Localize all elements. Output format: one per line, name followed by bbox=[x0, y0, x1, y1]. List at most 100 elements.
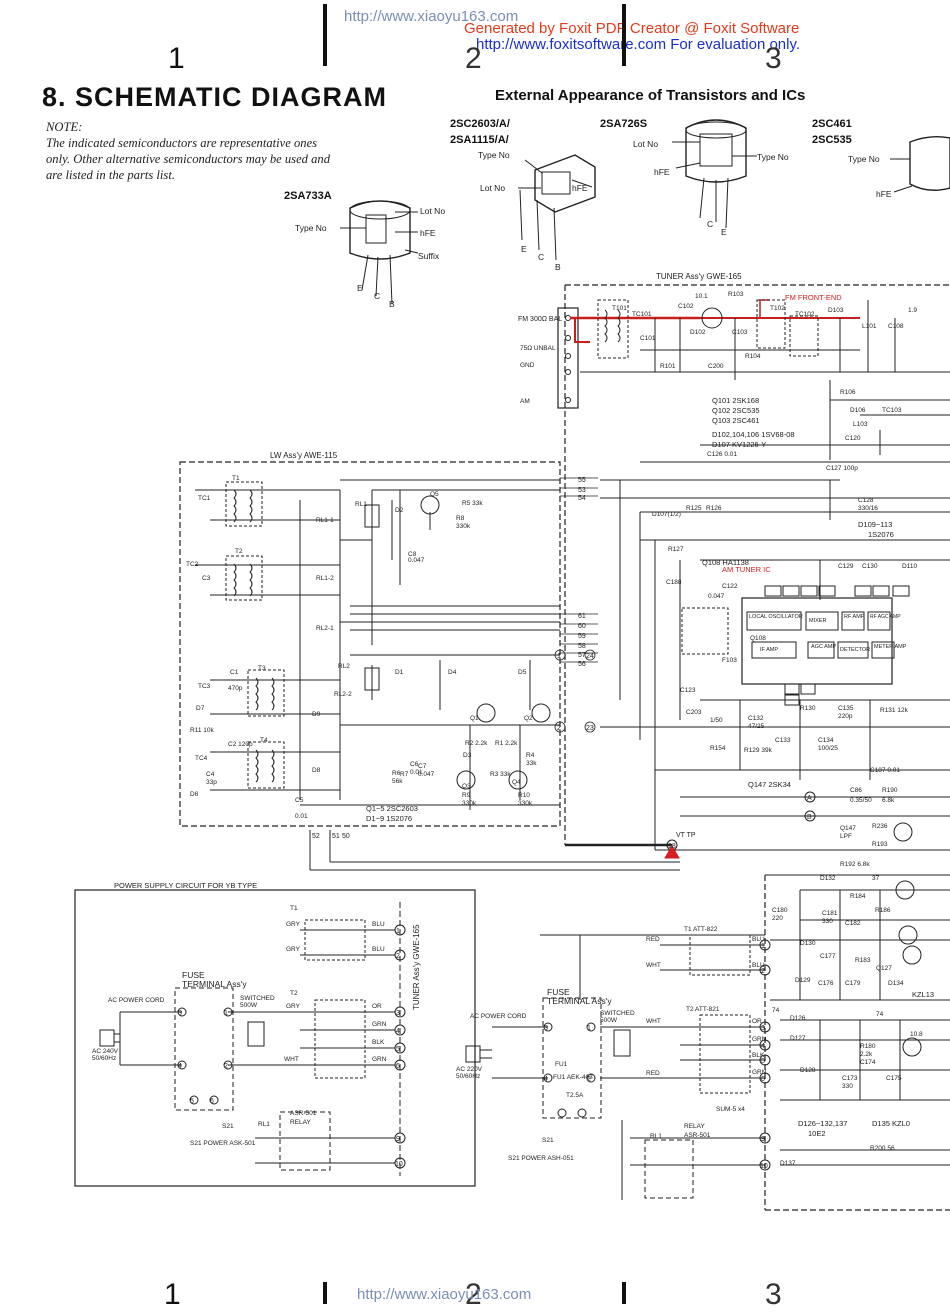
transistor-2sa733a-drawing bbox=[340, 200, 419, 305]
wire-red: RED bbox=[646, 1070, 660, 1077]
wire-or: OR bbox=[752, 1018, 762, 1025]
svg-text:330: 330 bbox=[822, 918, 833, 925]
svg-text:R200 56: R200 56 bbox=[870, 1145, 895, 1152]
d109-type-label: 1S2076 bbox=[868, 530, 894, 539]
pin-e: E bbox=[357, 283, 363, 293]
column-number-2: 2 bbox=[465, 42, 482, 75]
svg-text:TC1: TC1 bbox=[198, 495, 211, 502]
pin-c: C bbox=[374, 291, 381, 301]
svg-text:Q4: Q4 bbox=[512, 779, 521, 786]
type-no-label: Type No bbox=[478, 150, 510, 160]
psu-title: POWER SUPPLY CIRCUIT FOR YB TYPE bbox=[114, 881, 258, 890]
am-input-label: AM bbox=[520, 398, 530, 405]
svg-text:R184: R184 bbox=[850, 893, 866, 900]
local-oscillator-block: LOCAL OSCILLATOR bbox=[749, 614, 803, 620]
watermark-foxit-line[interactable]: http://www.foxitsoftware.com For evaluat… bbox=[476, 36, 801, 53]
svg-text:RL1: RL1 bbox=[355, 501, 367, 508]
svg-text:D102: D102 bbox=[690, 329, 706, 336]
svg-text:9: 9 bbox=[396, 1136, 400, 1143]
svg-text:C182: C182 bbox=[845, 920, 861, 927]
svg-text:0.047: 0.047 bbox=[708, 593, 725, 600]
svg-text:C6: C6 bbox=[410, 761, 419, 768]
svg-text:C129: C129 bbox=[838, 563, 854, 570]
wire-blk: BLK bbox=[752, 1052, 765, 1059]
svg-text:S21: S21 bbox=[222, 1123, 234, 1130]
svg-text:4: 4 bbox=[396, 1028, 400, 1035]
svg-text:RL2-2: RL2-2 bbox=[334, 691, 352, 698]
svg-text:R129 39k: R129 39k bbox=[744, 747, 773, 754]
svg-text:52: 52 bbox=[312, 833, 320, 840]
column-number-1: 1 bbox=[168, 42, 185, 75]
ac-240v-label: AC 240V 50/60Hz bbox=[92, 1048, 119, 1062]
svg-text:R126: R126 bbox=[706, 505, 722, 512]
svg-text:C134: C134 bbox=[818, 737, 834, 744]
fm-input-label: FM 300Ω BAL bbox=[518, 316, 563, 323]
svg-text:T1: T1 bbox=[232, 475, 240, 482]
svg-text:D127: D127 bbox=[790, 1035, 806, 1042]
svg-text:C108: C108 bbox=[888, 323, 904, 330]
svg-text:1: 1 bbox=[396, 928, 400, 935]
wire-wht: WHT bbox=[646, 1018, 661, 1025]
lot-no-label: Lot No bbox=[420, 206, 446, 216]
watermark-bottom-url[interactable]: http://www.xiaoyu163.com bbox=[357, 1286, 532, 1303]
note-label: NOTE: bbox=[46, 120, 83, 134]
hfe-label: hFE bbox=[420, 228, 436, 238]
svg-text:D5: D5 bbox=[518, 669, 527, 676]
transistor-list-q103: Q103 2SC461 bbox=[712, 416, 760, 425]
svg-text:TC4: TC4 bbox=[195, 755, 208, 762]
note-text-line3: are listed in the parts list. bbox=[46, 168, 175, 182]
svg-text:33p: 33p bbox=[206, 779, 217, 786]
svg-text:D137: D137 bbox=[780, 1160, 796, 1167]
svg-text:TC2: TC2 bbox=[186, 561, 199, 568]
svg-text:0.047: 0.047 bbox=[418, 771, 435, 778]
svg-text:Q108: Q108 bbox=[750, 635, 766, 642]
svg-text:TC3: TC3 bbox=[198, 683, 211, 690]
s21-power-label: S21 POWER ASK-501 bbox=[190, 1140, 256, 1147]
column-divider bbox=[323, 1282, 327, 1304]
watermark-top-url[interactable]: http://www.xiaoyu163.com bbox=[344, 8, 519, 25]
svg-text:C187 0.01: C187 0.01 bbox=[870, 767, 900, 774]
svg-text:D9: D9 bbox=[312, 711, 321, 718]
svg-text:5: 5 bbox=[761, 1058, 765, 1065]
d135-label: D135 KZL0 bbox=[872, 1119, 910, 1128]
svg-text:D107(1/2): D107(1/2) bbox=[652, 511, 681, 518]
svg-text:C127 100p: C127 100p bbox=[826, 465, 858, 472]
svg-text:6: 6 bbox=[210, 1098, 214, 1105]
note-text-line1: The indicated semiconductors are represe… bbox=[46, 136, 318, 150]
type-no-label: Type No bbox=[295, 223, 327, 233]
transistor-list-q101: Q101 2SK168 bbox=[712, 396, 760, 405]
svg-text:ASR-501: ASR-501 bbox=[290, 1110, 317, 1117]
lot-no-label: Lot No bbox=[633, 139, 659, 149]
svg-text:330k: 330k bbox=[462, 800, 477, 807]
att822-label: T1 ATT-822 bbox=[684, 926, 718, 933]
svg-text:RL2-1: RL2-1 bbox=[316, 625, 334, 632]
svg-text:C132: C132 bbox=[748, 715, 764, 722]
kzl-label: KZL13 bbox=[912, 990, 935, 999]
transistor-2sa1115-label: 2SA1115/A/ bbox=[450, 134, 509, 146]
pin-b: B bbox=[555, 262, 561, 272]
svg-text:TC101: TC101 bbox=[632, 311, 652, 318]
svg-text:Q3: Q3 bbox=[462, 783, 471, 790]
svg-text:ASR-501: ASR-501 bbox=[684, 1132, 711, 1139]
svg-text:T101: T101 bbox=[612, 305, 627, 312]
sum-label: SUM-5 x4 bbox=[716, 1106, 745, 1113]
svg-text:3: 3 bbox=[761, 1025, 765, 1032]
svg-text:D7: D7 bbox=[196, 705, 205, 712]
svg-text:D126: D126 bbox=[790, 1015, 806, 1022]
svg-text:R9: R9 bbox=[462, 792, 471, 799]
svg-text:37: 37 bbox=[872, 875, 880, 882]
svg-text:LPF: LPF bbox=[840, 833, 852, 840]
svg-text:C126 0.01: C126 0.01 bbox=[707, 451, 737, 458]
svg-text:50: 50 bbox=[342, 833, 350, 840]
svg-text:220p: 220p bbox=[838, 713, 853, 720]
svg-text:1/50: 1/50 bbox=[710, 717, 723, 724]
column-divider bbox=[323, 4, 327, 66]
svg-text:D106: D106 bbox=[850, 407, 866, 414]
wire-grn: GRN bbox=[372, 1056, 387, 1063]
pin-e: E bbox=[521, 244, 527, 254]
svg-text:Q5: Q5 bbox=[430, 491, 439, 498]
svg-text:0.01: 0.01 bbox=[295, 813, 308, 820]
svg-text:R1 2.2k: R1 2.2k bbox=[495, 740, 518, 747]
svg-text:C200: C200 bbox=[708, 363, 724, 370]
svg-text:R101: R101 bbox=[660, 363, 676, 370]
